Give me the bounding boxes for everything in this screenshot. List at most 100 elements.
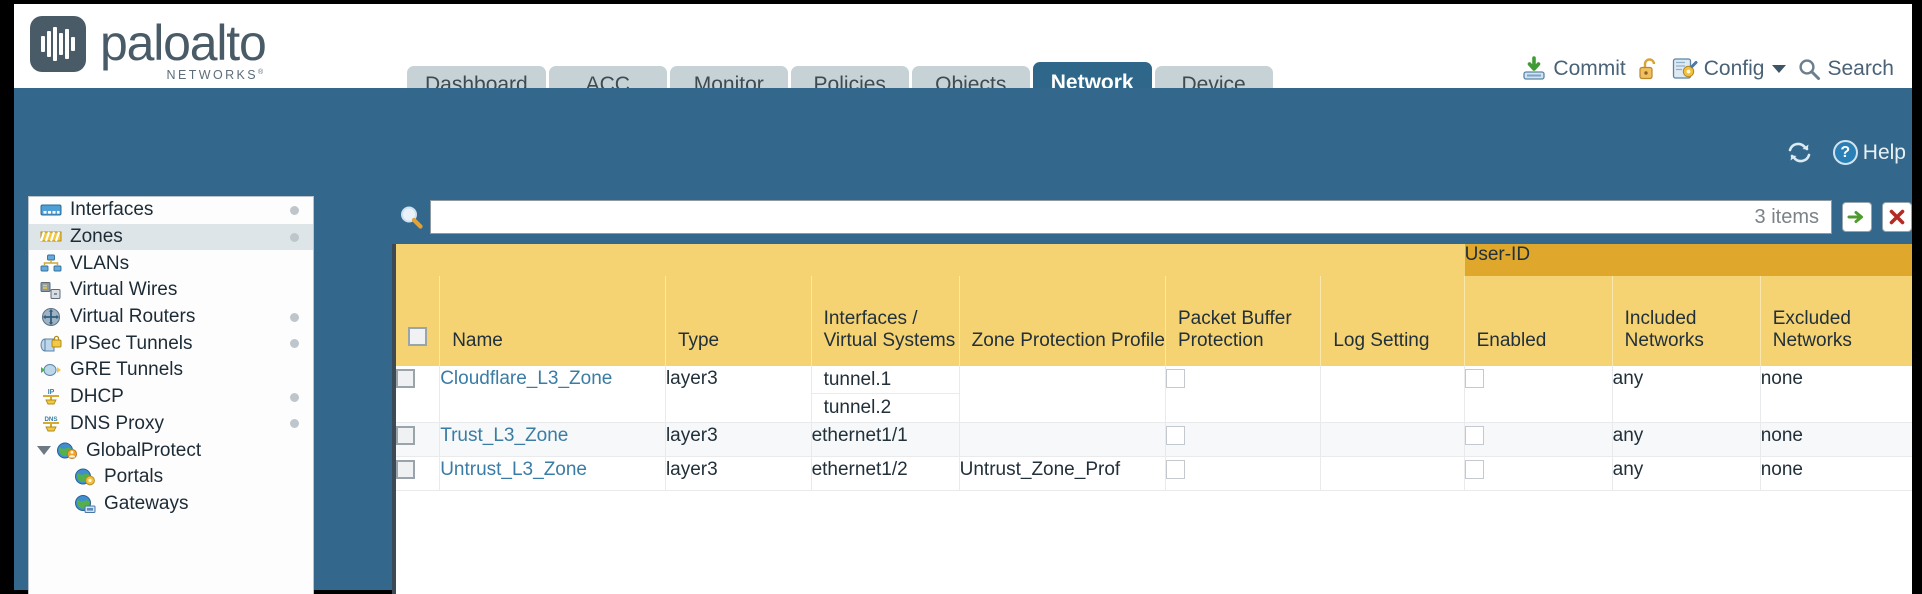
row-checkbox[interactable]: [396, 460, 415, 479]
column-header-log-setting[interactable]: Log Setting: [1320, 276, 1465, 366]
lock-button[interactable]: [1637, 56, 1661, 82]
cell-included-networks: any: [1611, 456, 1761, 491]
cell-packet-buffer-protection: [1164, 422, 1321, 457]
row-select-cell: [396, 422, 440, 457]
network-sidebar: Interfaces Zones VLANs Virtual Wires: [28, 196, 314, 594]
lock-icon: [1637, 56, 1661, 82]
content-panel: 3 items: [392, 196, 1912, 594]
sidebar-item-dns-proxy[interactable]: DNS DNS Proxy: [29, 411, 313, 438]
globalprotect-icon: [55, 441, 78, 461]
sidebar-item-label: Virtual Wires: [70, 279, 178, 301]
sidebar-item-zones[interactable]: Zones: [29, 223, 313, 251]
zone-name-link[interactable]: Trust_L3_Zone: [440, 425, 569, 446]
sidebar-item-dhcp[interactable]: IP DHCP: [29, 384, 313, 411]
sidebar-status-dot: [290, 419, 299, 429]
filter-search-icon: [392, 204, 430, 231]
search-label: Search: [1827, 57, 1894, 80]
cell-included-networks: any: [1611, 422, 1761, 457]
cell-zone-protection-profile: Untrust_Zone_Prof: [958, 456, 1166, 491]
commit-button[interactable]: Commit: [1521, 56, 1626, 82]
cell-included-networks: any: [1611, 366, 1761, 423]
sidebar-item-label: DNS Proxy: [70, 412, 164, 434]
sidebar-item-vlans[interactable]: VLANs: [29, 250, 313, 277]
question-mark-icon: ?: [1832, 140, 1858, 165]
sidebar-item-virtual-wires[interactable]: Virtual Wires: [29, 277, 313, 304]
apply-filter-button[interactable]: [1842, 202, 1872, 232]
header-actions: Commit Config: [1521, 56, 1894, 82]
vlans-icon: [39, 254, 62, 274]
table-row[interactable]: Cloudflare_L3_Zone layer3 tunnel.1 tunne…: [396, 366, 1912, 423]
brand-logo[interactable]: paloalto NETWORKS®: [30, 16, 267, 82]
interface-entry: tunnel.1: [811, 366, 959, 394]
sidebar-item-virtual-routers[interactable]: Virtual Routers: [29, 304, 313, 331]
cell-zone-protection-profile: [958, 422, 1166, 457]
sidebar-status-dot: [290, 205, 299, 215]
expand-triangle-icon[interactable]: [37, 446, 51, 456]
sidebar-item-gateways[interactable]: Gateways: [29, 491, 313, 518]
column-header-included-networks[interactable]: Included Networks: [1611, 276, 1761, 366]
cell-excluded-networks: none: [1759, 456, 1912, 491]
refresh-icon: [1786, 141, 1813, 164]
svg-text:IP: IP: [47, 389, 54, 396]
cell-excluded-networks: none: [1759, 366, 1912, 423]
sidebar-item-interfaces[interactable]: Interfaces: [29, 197, 313, 224]
column-header-enabled[interactable]: Enabled: [1463, 276, 1613, 366]
sidebar-item-globalprotect[interactable]: GlobalProtect: [29, 437, 313, 464]
clear-filter-button[interactable]: [1882, 202, 1912, 232]
packet-buffer-protection-checkbox[interactable]: [1165, 426, 1185, 445]
sidebar-item-ipsec-tunnels[interactable]: IPSec Tunnels: [29, 330, 313, 357]
row-checkbox[interactable]: [396, 369, 415, 388]
refresh-button[interactable]: [1786, 141, 1813, 164]
sidebar-item-label: Portals: [104, 466, 164, 488]
chevron-down-icon[interactable]: [1772, 65, 1787, 73]
sidebar-item-portals[interactable]: Portals: [29, 464, 313, 491]
zones-icon: [39, 227, 62, 247]
sidebar-item-label: GRE Tunnels: [70, 359, 183, 381]
sidebar-item-label: Interfaces: [70, 199, 154, 221]
dhcp-icon: IP: [39, 387, 62, 407]
help-button[interactable]: ? Help: [1832, 140, 1906, 165]
select-all-checkbox[interactable]: [408, 327, 427, 346]
filter-bar: 3 items: [392, 196, 1912, 238]
filter-input-box[interactable]: 3 items: [430, 200, 1832, 234]
column-header-packet-buffer-protection[interactable]: Packet Buffer Protection: [1164, 276, 1321, 366]
table-row[interactable]: Trust_L3_Zone layer3 ethernet1/1 any: [396, 422, 1912, 457]
table-row[interactable]: Untrust_L3_Zone layer3 ethernet1/2 Untru…: [396, 456, 1912, 491]
column-header-name[interactable]: Name: [439, 276, 666, 366]
gre-tunnels-icon: [39, 360, 62, 380]
dns-proxy-icon: DNS: [39, 414, 62, 434]
sidebar-status-dot: [290, 392, 299, 402]
commit-icon: [1521, 56, 1547, 82]
row-checkbox[interactable]: [396, 426, 415, 445]
userid-enabled-checkbox[interactable]: [1464, 460, 1484, 479]
sidebar-item-label: IPSec Tunnels: [70, 332, 193, 354]
sidebar-item-label: VLANs: [70, 252, 130, 274]
cell-userid-enabled: [1463, 366, 1613, 423]
config-menu[interactable]: Config: [1672, 56, 1787, 82]
userid-enabled-checkbox[interactable]: [1464, 426, 1484, 445]
search-input[interactable]: [431, 202, 1755, 232]
cell-interfaces: ethernet1/2: [810, 456, 960, 491]
sidebar-item-label: Gateways: [104, 492, 189, 514]
packet-buffer-protection-checkbox[interactable]: [1165, 369, 1185, 388]
column-header-zone-protection-profile[interactable]: Zone Protection Profile: [958, 276, 1166, 366]
search-button[interactable]: Search: [1797, 57, 1894, 81]
cell-type: layer3: [664, 456, 812, 491]
select-all-header: [396, 276, 440, 366]
column-header-excluded-networks[interactable]: Excluded Networks: [1759, 276, 1912, 366]
cell-name: Untrust_L3_Zone: [439, 456, 666, 491]
cell-userid-enabled: [1463, 456, 1613, 491]
row-select-cell: [396, 456, 440, 491]
column-header-interfaces[interactable]: Interfaces / Virtual Systems: [810, 276, 960, 366]
zone-name-link[interactable]: Untrust_L3_Zone: [440, 459, 588, 480]
zone-name-link[interactable]: Cloudflare_L3_Zone: [440, 368, 613, 389]
userid-enabled-checkbox[interactable]: [1464, 369, 1484, 388]
sidebar-status-dot: [290, 232, 299, 242]
cell-name: Cloudflare_L3_Zone: [439, 366, 666, 423]
sidebar-item-gre-tunnels[interactable]: GRE Tunnels: [29, 357, 313, 384]
column-header-type[interactable]: Type: [664, 276, 812, 366]
brand-tagline: NETWORKS®: [167, 68, 266, 82]
cell-name: Trust_L3_Zone: [439, 422, 666, 457]
packet-buffer-protection-checkbox[interactable]: [1165, 460, 1185, 479]
